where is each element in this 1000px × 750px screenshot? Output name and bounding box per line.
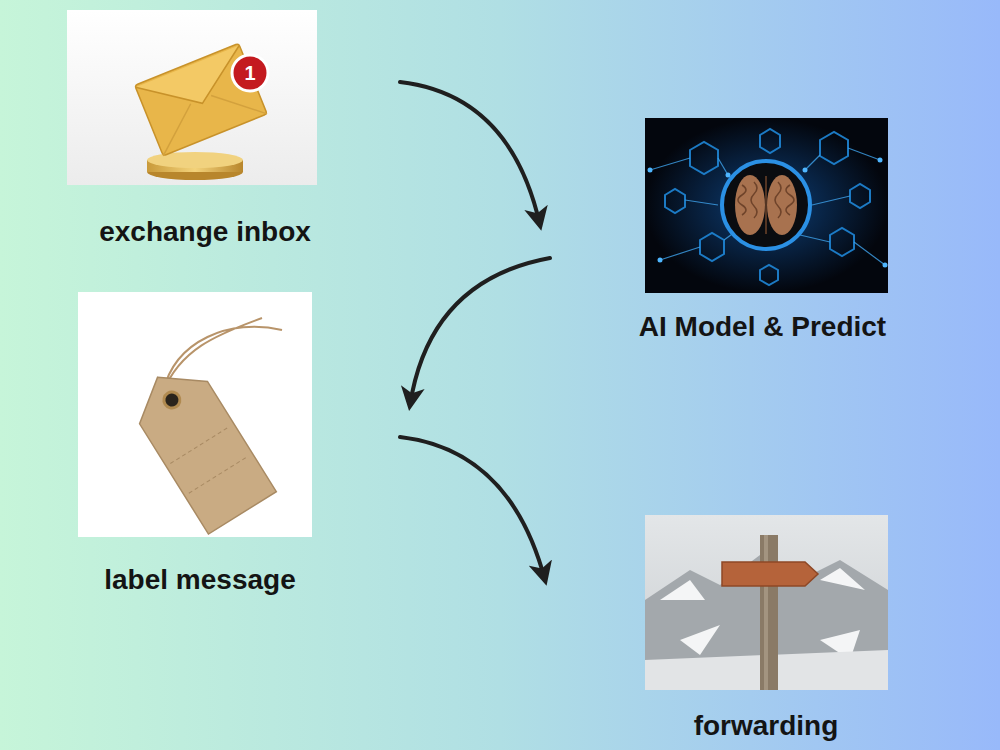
node-caption: exchange inbox xyxy=(40,216,370,248)
inbox-picture xyxy=(67,10,317,185)
signpost-picture xyxy=(645,515,888,690)
picture-node: forwarding xyxy=(620,515,912,742)
ai-brain-picture xyxy=(645,118,888,293)
picture-node: label message xyxy=(40,292,360,596)
picture-node: AI Model & Predict xyxy=(610,118,915,343)
curved-arrow xyxy=(410,258,550,405)
curved-arrow xyxy=(400,82,540,225)
picture-node: exchange inbox xyxy=(40,10,370,248)
tag-picture xyxy=(78,292,312,537)
curved-arrow xyxy=(400,437,545,580)
node-caption: label message xyxy=(40,564,360,596)
badge-number: 1 xyxy=(232,59,268,87)
node-caption: AI Model & Predict xyxy=(610,311,915,343)
node-caption: forwarding xyxy=(620,710,912,742)
